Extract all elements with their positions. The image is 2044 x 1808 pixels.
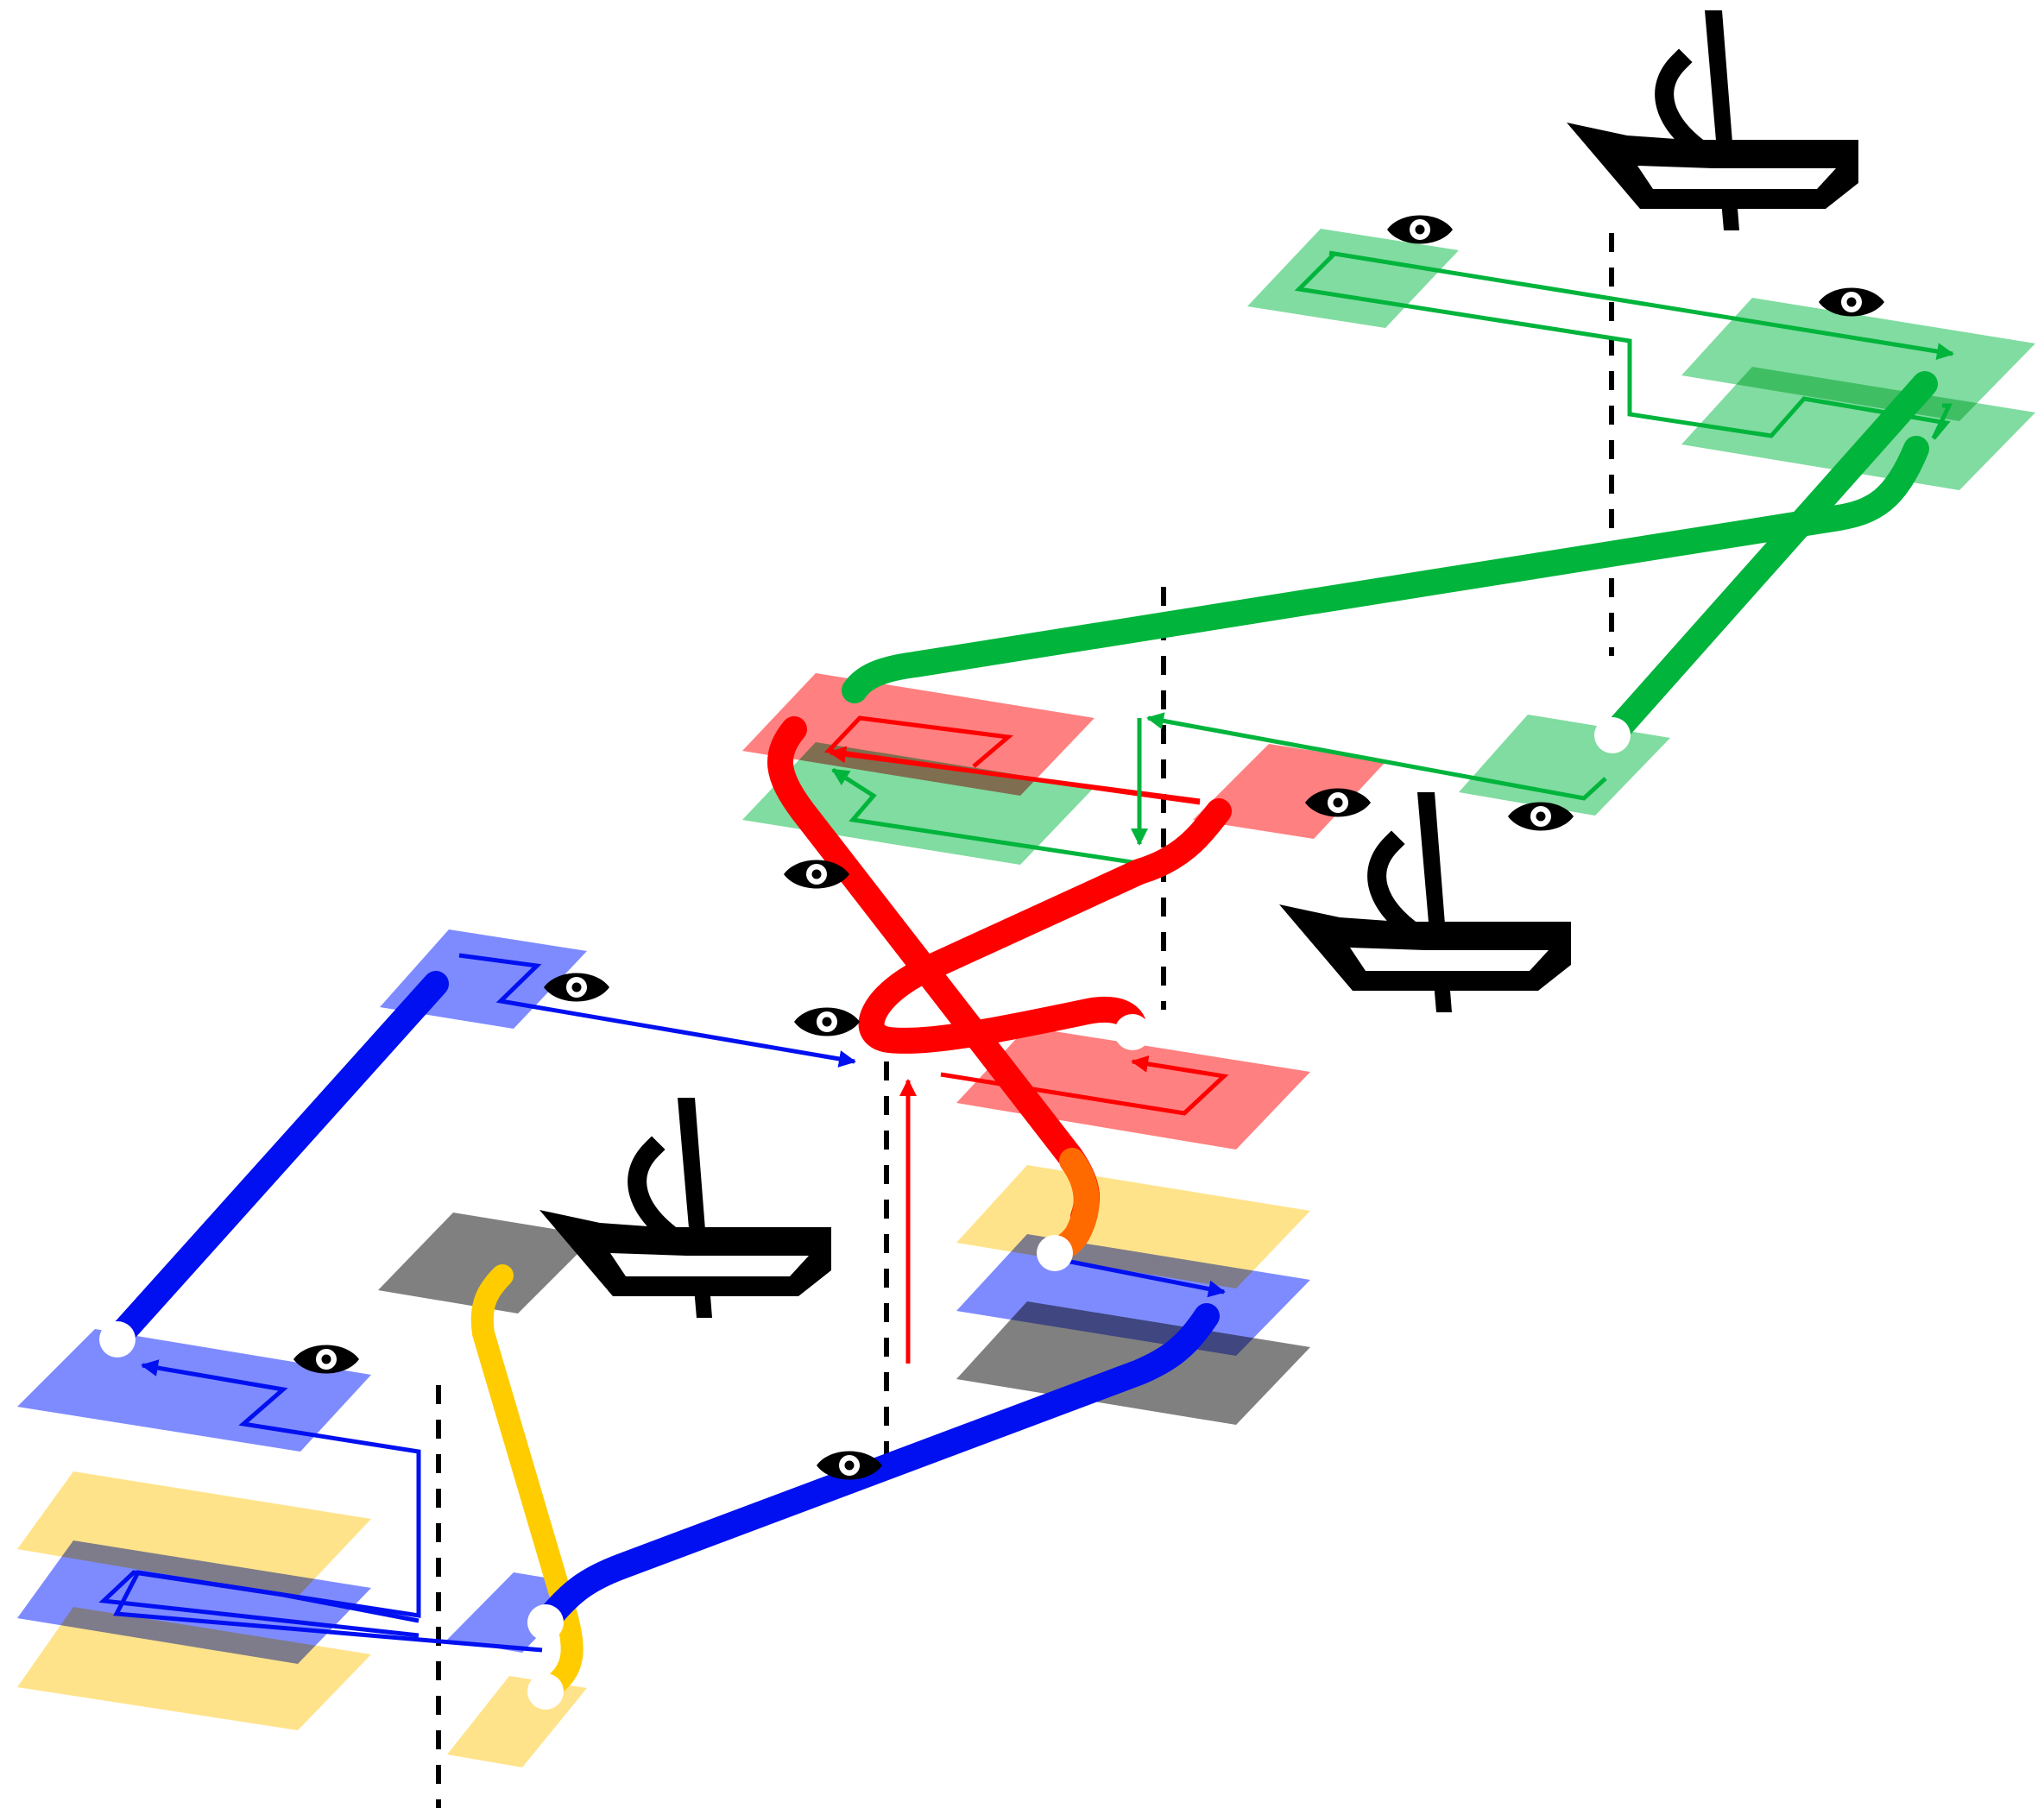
green-platform — [1681, 367, 2035, 490]
sailboat-icon — [1567, 10, 1858, 230]
red-platform — [1193, 744, 1385, 839]
green-platform — [1247, 229, 1459, 328]
gray-platform — [378, 1213, 596, 1313]
green-walkway — [1328, 250, 1954, 360]
green-platform — [1459, 715, 1670, 816]
station-node[interactable] — [527, 1673, 564, 1710]
green-walkway — [831, 767, 1139, 866]
station-node[interactable] — [1114, 1014, 1151, 1050]
blue-route — [533, 1303, 1220, 1635]
yellow-platform — [447, 1676, 587, 1767]
red-platform — [742, 673, 1095, 796]
blue-platform — [17, 1540, 371, 1664]
stations — [99, 717, 1631, 1710]
yellow-platform — [956, 1165, 1310, 1288]
green-walkway — [1294, 253, 1953, 440]
station-node[interactable] — [1594, 717, 1631, 753]
green-walkway — [1146, 712, 1607, 801]
blue-walkway — [1061, 1257, 1226, 1298]
yellow-platform — [17, 1607, 371, 1730]
station-node[interactable] — [1037, 1235, 1073, 1271]
green-platform — [1681, 298, 2035, 421]
eye-icon — [1387, 215, 1453, 244]
platform-tiles — [17, 229, 2035, 1767]
green-platform — [742, 742, 1095, 865]
eye-icon — [794, 1007, 860, 1036]
blue-platform — [17, 1329, 371, 1452]
blue-route — [104, 971, 449, 1352]
routes — [104, 371, 1938, 1703]
sailboat-icon — [539, 1098, 831, 1318]
green-route — [842, 436, 1929, 703]
red-platform — [956, 1027, 1310, 1150]
blue-walkway — [113, 1359, 543, 1653]
walkway-paths — [98, 250, 1954, 1653]
station-node[interactable] — [527, 1604, 564, 1641]
red-walkway — [940, 1055, 1229, 1116]
blue-walkway — [458, 953, 856, 1068]
red-route — [858, 798, 1232, 1054]
green-route — [1599, 371, 1938, 748]
station-node[interactable] — [99, 1321, 136, 1358]
yellow-platform — [17, 1471, 371, 1597]
